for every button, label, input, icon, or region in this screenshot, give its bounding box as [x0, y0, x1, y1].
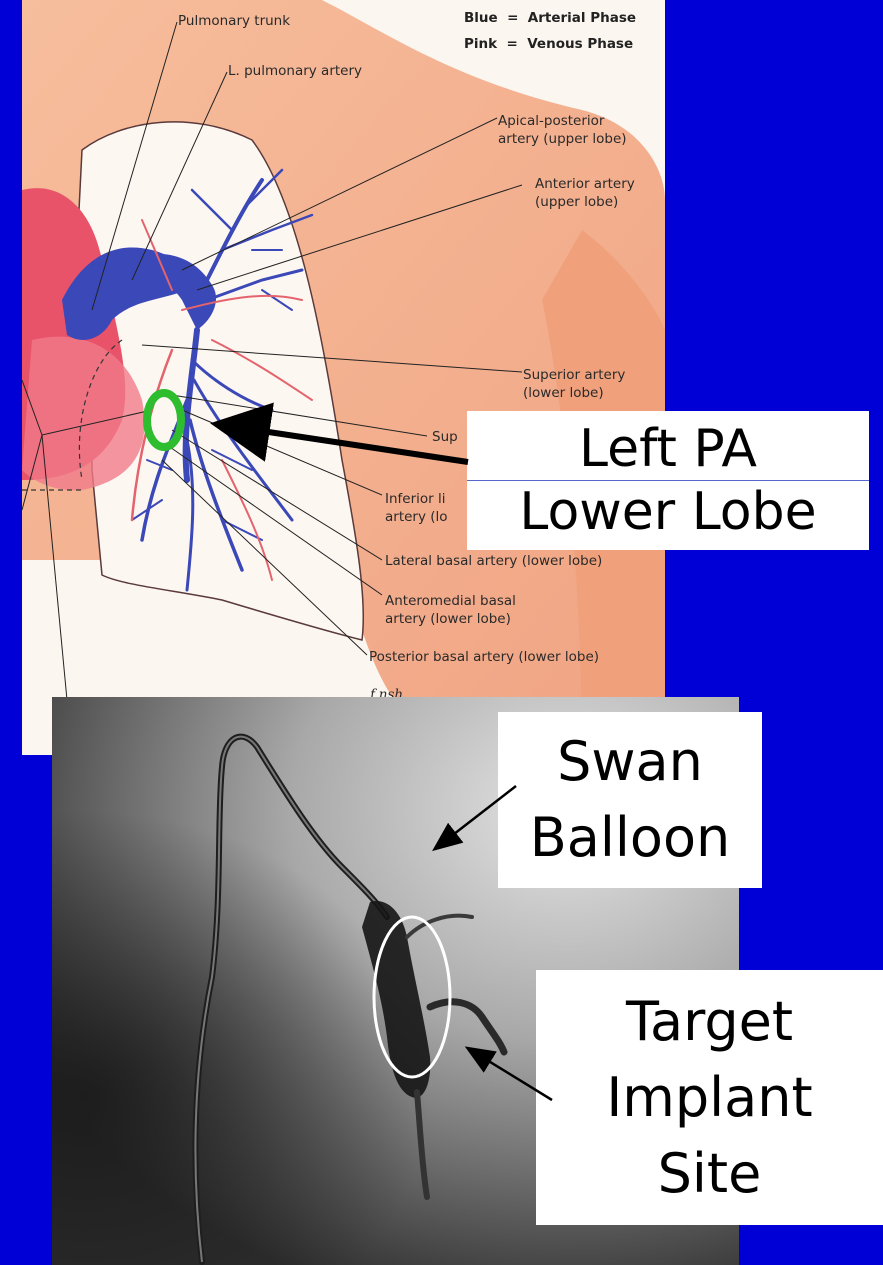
label-l-pulmonary-artery: L. pulmonary artery — [228, 62, 362, 80]
label-anterior-artery: Anterior artery (upper lobe) — [535, 175, 635, 211]
label-superior-lingular: Sup — [432, 428, 458, 446]
callout-left-pa-lower-lobe: Left PA Lower Lobe — [467, 411, 869, 550]
callout-left-pa-line2: Lower Lobe — [519, 481, 816, 543]
label-superior-artery: Superior artery (lower lobe) — [523, 366, 625, 402]
label-lateral-basal-artery: Lateral basal artery (lower lobe) — [385, 552, 602, 570]
callout-left-pa-line1: Left PA — [467, 418, 869, 481]
lung-anatomy-illustration: Blue = Arterial Phase Pink = Venous Phas… — [22, 0, 665, 755]
callout-swan-balloon: Swan Balloon — [498, 712, 762, 888]
label-inferior-lingular: Inferior li artery (lo — [385, 490, 448, 526]
legend-venous: Pink = Venous Phase — [464, 36, 633, 52]
label-posterior-basal-artery: Posterior basal artery (lower lobe) — [369, 648, 599, 666]
legend-arterial: Blue = Arterial Phase — [464, 10, 636, 26]
label-anteromedial-basal-artery: Anteromedial basal artery (lower lobe) — [385, 592, 516, 628]
label-pulmonary-trunk: Pulmonary trunk — [178, 12, 290, 30]
callout-target-implant-site: Target Implant Site — [536, 970, 883, 1225]
label-apical-posterior-artery: Apical-posterior artery (upper lobe) — [498, 112, 627, 148]
